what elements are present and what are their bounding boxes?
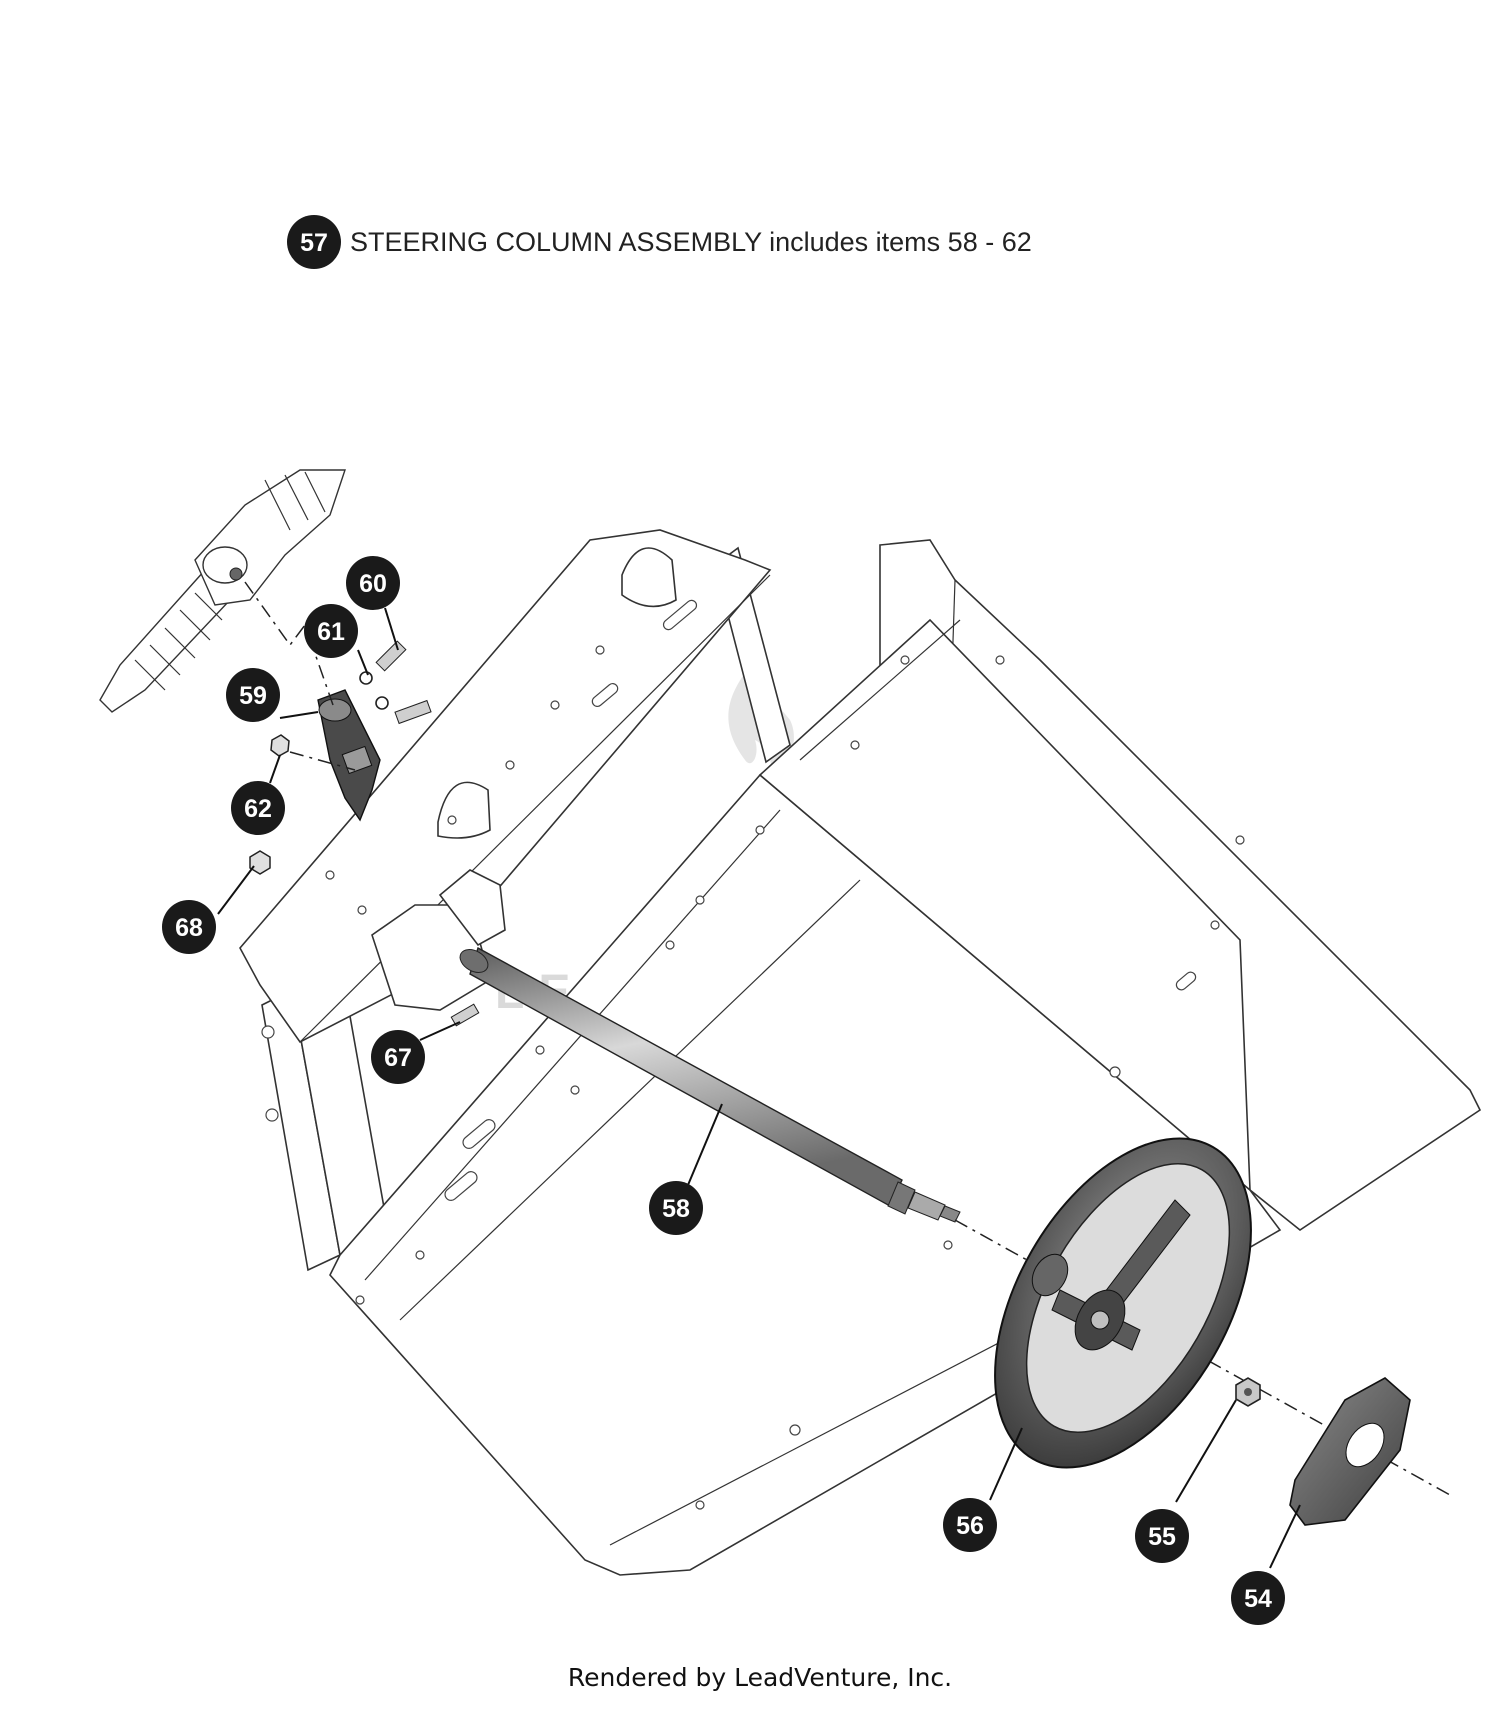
svg-text:54: 54 [1244,1585,1272,1613]
vehicle-frame [239,529,1482,1576]
universal-joint [317,689,381,822]
callout-58: 58 [649,1181,703,1235]
bolt-60 [375,640,407,672]
callout-62: 62 [231,781,285,835]
svg-text:61: 61 [317,618,345,646]
assembly-title: 57 STEERING COLUMN ASSEMBLY includes ite… [287,215,1032,269]
hardware [249,640,480,1027]
axis-line-upper [244,581,334,706]
nut-68 [249,850,271,875]
assembly-description: STEERING COLUMN ASSEMBLY includes items … [350,227,1032,257]
callout-55: 55 [1135,1509,1189,1563]
callout-68: 68 [162,900,216,954]
svg-text:67: 67 [384,1044,412,1072]
svg-text:60: 60 [359,570,387,598]
svg-text:55: 55 [1148,1523,1176,1551]
svg-text:68: 68 [175,914,203,942]
assembly-badge [287,215,341,269]
svg-text:62: 62 [244,795,272,823]
callout-56: 56 [943,1498,997,1552]
steering-rack [99,469,346,713]
callout-59: 59 [226,668,280,722]
nut-62 [270,734,290,757]
callout-60: 60 [346,556,400,610]
axis-line-62 [289,751,356,771]
callout-54: 54 [1231,1571,1285,1625]
callout-67: 67 [371,1030,425,1084]
svg-text:58: 58 [662,1195,690,1223]
svg-text:56: 56 [956,1512,984,1540]
steering-wheel [994,1137,1252,1469]
steering-wheel-cap [1289,1377,1411,1526]
assembly-badge-number: 57 [300,229,328,257]
washer-61 [359,671,373,685]
steering-column-shaft [459,946,961,1223]
callout-61: 61 [304,604,358,658]
svg-text:59: 59 [239,682,267,710]
leader-lines [217,607,1301,1569]
footer-credit: Rendered by LeadVenture, Inc. [568,1663,952,1692]
bolt-67 [450,1003,480,1027]
